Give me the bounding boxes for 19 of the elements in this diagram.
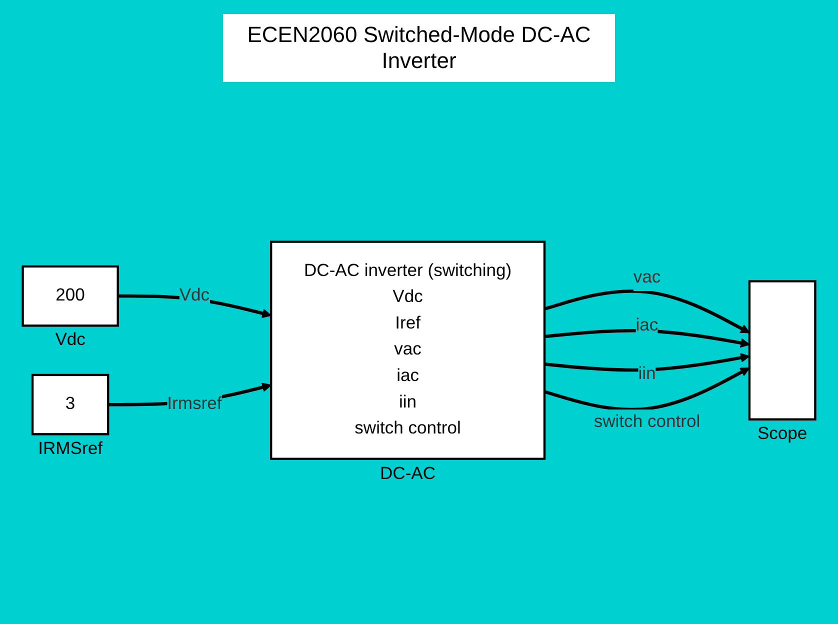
- edge-label: Irmsref: [167, 394, 222, 414]
- diagram-title: ECEN2060 Switched-Mode DC-AC Inverter: [223, 14, 615, 82]
- node-box: 200: [22, 265, 119, 326]
- node-box: 3: [31, 374, 110, 435]
- edge-label: switch control: [594, 412, 700, 432]
- block-name: IRMSref: [38, 438, 102, 459]
- arrow: [544, 289, 750, 333]
- block-name: Scope: [757, 423, 808, 444]
- node-box: [748, 280, 816, 420]
- block-name: DC-AC: [380, 462, 436, 484]
- node-box: DC-AC inverter (switching) Vdc Iref vac iac iin switch control: [270, 240, 546, 460]
- arrow: [544, 352, 750, 372]
- arrow: [544, 328, 750, 348]
- edge-label: Vdc: [179, 286, 210, 304]
- block-name: Vdc: [55, 329, 86, 350]
- edge-label: vac: [633, 268, 661, 286]
- edge-label: iin: [638, 364, 656, 383]
- arrow: [544, 367, 750, 411]
- edge-label: iac: [636, 316, 658, 335]
